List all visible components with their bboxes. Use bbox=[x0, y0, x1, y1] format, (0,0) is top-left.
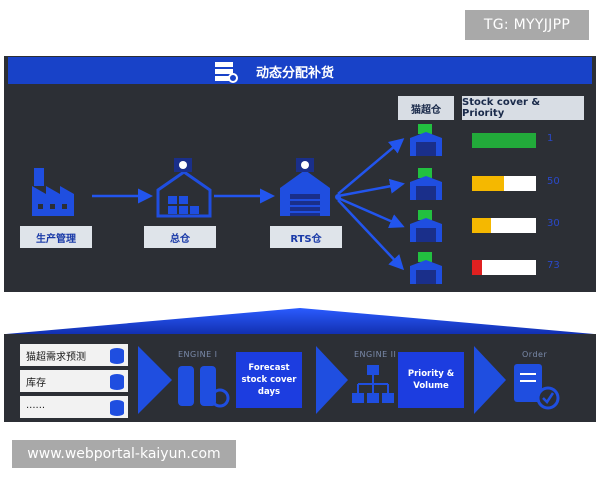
input-demand-forecast: 猫超需求预测 bbox=[20, 344, 128, 366]
stock-bar-fill-1 bbox=[472, 133, 536, 148]
engine2-box: Priority & Volume bbox=[398, 352, 464, 408]
factory-label: 生产管理 bbox=[20, 226, 92, 248]
central-warehouse-icon bbox=[156, 158, 212, 218]
stock-value-2: 50 bbox=[547, 176, 560, 187]
input-label: 猫超需求预测 bbox=[26, 352, 86, 363]
input-inventory: 库存 bbox=[20, 370, 128, 392]
engine1-label: ENGINE I bbox=[178, 350, 218, 359]
store-icon-1 bbox=[410, 124, 442, 156]
stock-value-3: 30 bbox=[547, 218, 560, 229]
store-icon-4 bbox=[410, 252, 442, 284]
diagram-title: 动态分配补货 bbox=[256, 66, 335, 81]
input-more: ...... bbox=[20, 396, 128, 418]
engine1-box: Forecast stock cover days bbox=[236, 352, 302, 408]
server-gear-icon bbox=[215, 62, 238, 83]
stock-bar-fill-2 bbox=[472, 176, 504, 191]
fanout-arrows bbox=[337, 138, 405, 271]
factory-icon bbox=[32, 168, 74, 216]
store-header: 猫超仓 bbox=[398, 96, 454, 120]
stock-cover-header: Stock cover & Priority bbox=[462, 96, 584, 120]
stock-value-1: 1 bbox=[547, 133, 554, 144]
rts-warehouse-label: RTS仓 bbox=[270, 226, 342, 248]
stock-bar-1 bbox=[472, 133, 536, 148]
input-label: 库存 bbox=[26, 378, 46, 389]
stock-value-4: 73 bbox=[547, 260, 560, 271]
central-warehouse-label: 总仓 bbox=[144, 226, 216, 248]
stock-bar-3 bbox=[472, 218, 536, 233]
stock-bar-2 bbox=[472, 176, 536, 191]
engine2-label: ENGINE II bbox=[354, 350, 397, 359]
watermark-url: www.webportal-kaiyun.com bbox=[12, 440, 236, 468]
store-icon-3 bbox=[410, 210, 442, 242]
store-icon-2 bbox=[410, 168, 442, 200]
stock-bar-fill-4 bbox=[472, 260, 482, 275]
watermark-telegram: TG: MYYJJPP bbox=[465, 10, 589, 40]
connector-triangle bbox=[6, 308, 594, 334]
input-label: ...... bbox=[26, 400, 46, 411]
stock-bar-fill-3 bbox=[472, 218, 492, 233]
stock-bar-4 bbox=[472, 260, 536, 275]
rts-warehouse-icon bbox=[280, 158, 330, 216]
title-bar bbox=[8, 57, 592, 84]
order-label: Order bbox=[522, 350, 548, 359]
